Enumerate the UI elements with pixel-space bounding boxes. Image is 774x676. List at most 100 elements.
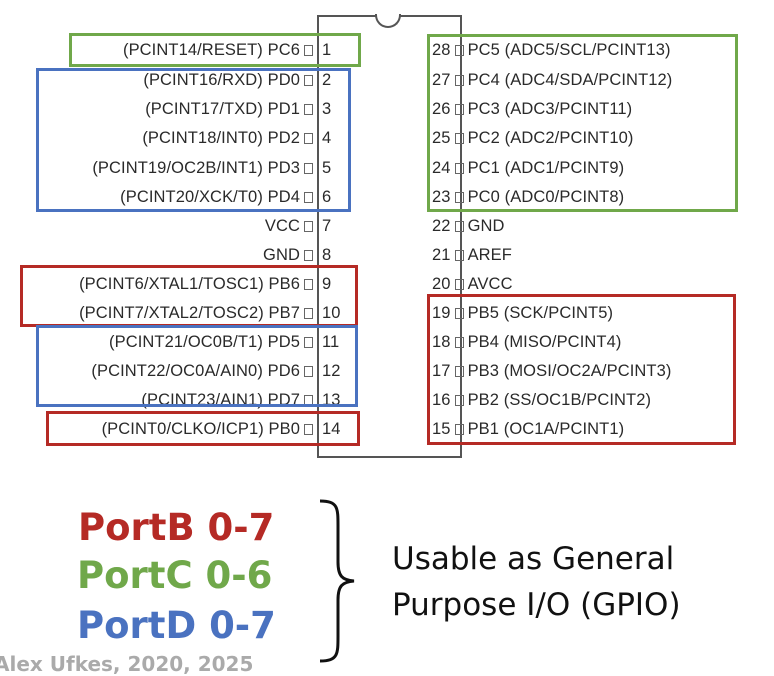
pin-number: 9 bbox=[322, 275, 332, 293]
pin-number: 19 bbox=[432, 304, 451, 322]
pin-label: VCC bbox=[264, 217, 300, 235]
pin-pad-icon bbox=[304, 133, 313, 144]
pin-11: (PCINT21/OC0B/T1) PD5 11 bbox=[109, 328, 339, 357]
pin-pad-icon bbox=[454, 337, 464, 348]
pin-27: 27 PC4 (ADC4/SDA/PCINT12) bbox=[432, 66, 672, 95]
pin-pad-icon bbox=[454, 163, 464, 174]
portb-group-box-right bbox=[427, 294, 736, 445]
pin-number: 17 bbox=[432, 362, 451, 380]
author-credit: Alex Ufkes, 2020, 2025 bbox=[0, 652, 254, 676]
pin-pad-icon bbox=[454, 424, 464, 435]
pin-23: 23 PC0 (ADC0/PCINT8) bbox=[432, 183, 624, 212]
pin-20: 20 AVCC bbox=[432, 270, 513, 299]
pin-label: (PCINT17/TXD) PD1 bbox=[145, 100, 300, 118]
pin-label: (PCINT20/XCK/T0) PD4 bbox=[120, 188, 300, 206]
pin-label: (PCINT14/RESET) PC6 bbox=[122, 41, 300, 59]
pin-7: VCC 7 bbox=[264, 212, 331, 241]
pin-number: 21 bbox=[432, 246, 451, 264]
curly-brace-icon bbox=[319, 499, 355, 663]
pin-label: (PCINT18/INT0) PD2 bbox=[142, 129, 300, 147]
pin-pad-icon bbox=[454, 250, 464, 261]
pin-pad-icon bbox=[454, 75, 464, 86]
pin-label: GND bbox=[263, 246, 300, 264]
portd-legend: PortD 0-7 bbox=[77, 604, 276, 647]
pin-4: (PCINT18/INT0) PD2 4 bbox=[142, 124, 331, 153]
pin-label: PB5 (SCK/PCINT5) bbox=[467, 304, 614, 322]
pin-pad-icon bbox=[454, 133, 464, 144]
pin-number: 28 bbox=[432, 41, 451, 59]
pin-pad-icon bbox=[454, 308, 464, 319]
pin-pad-icon bbox=[304, 424, 313, 435]
pin-label: PC4 (ADC4/SDA/PCINT12) bbox=[467, 71, 673, 89]
portc-group-box-left bbox=[69, 33, 361, 67]
pin-12: (PCINT22/OC0A/AIN0) PD6 12 bbox=[91, 357, 340, 386]
pin-number: 16 bbox=[432, 391, 451, 409]
pin-pad-icon bbox=[304, 279, 313, 290]
pin-number: 3 bbox=[322, 100, 332, 118]
pin-number: 14 bbox=[322, 420, 341, 438]
pin-label: PC5 (ADC5/SCL/PCINT13) bbox=[467, 41, 671, 59]
pin-number: 7 bbox=[322, 217, 332, 235]
pin-label: PB2 (SS/OC1B/PCINT2) bbox=[467, 391, 652, 409]
pin-pad-icon bbox=[304, 163, 313, 174]
pin-number: 27 bbox=[432, 71, 451, 89]
chip-body-bottom bbox=[317, 440, 462, 458]
pin-number: 4 bbox=[322, 129, 332, 147]
portd-group-box-lower bbox=[36, 325, 358, 407]
pin-19: 19 PB5 (SCK/PCINT5) bbox=[432, 299, 613, 328]
pin-pad-icon bbox=[454, 192, 464, 203]
pin-number: 26 bbox=[432, 100, 451, 118]
portb-legend: PortB 0-7 bbox=[78, 506, 275, 549]
pin-label: (PCINT19/OC2B/INT1) PD3 bbox=[92, 159, 300, 177]
pin-pad-icon bbox=[304, 192, 313, 203]
pin-number: 23 bbox=[432, 188, 451, 206]
pin-pad-icon bbox=[454, 366, 464, 377]
pin-22: 22 GND bbox=[432, 212, 505, 241]
pin-pad-icon bbox=[304, 308, 313, 319]
pin-number: 1 bbox=[322, 41, 332, 59]
gpio-description-line1: Usable as General bbox=[392, 541, 675, 577]
pin-pad-icon bbox=[304, 75, 313, 86]
pin-label: (PCINT22/OC0A/AIN0) PD6 bbox=[91, 362, 300, 380]
pin-label: PB3 (MOSI/OC2A/PCINT3) bbox=[467, 362, 672, 380]
pin-3: (PCINT17/TXD) PD1 3 bbox=[145, 95, 331, 124]
pin-number: 2 bbox=[322, 71, 332, 89]
pin-label: GND bbox=[467, 217, 505, 235]
portc-legend: PortC 0-6 bbox=[77, 554, 273, 597]
pin-number: 20 bbox=[432, 275, 451, 293]
gpio-description-line2: Purpose I/O (GPIO) bbox=[392, 587, 681, 623]
pin-label: (PCINT16/RXD) PD0 bbox=[143, 71, 300, 89]
pin-pad-icon bbox=[454, 104, 464, 115]
pin-pad-icon bbox=[454, 395, 464, 406]
pin-5: (PCINT19/OC2B/INT1) PD3 5 bbox=[92, 154, 331, 183]
pin-number: 5 bbox=[322, 159, 332, 177]
pin-number: 12 bbox=[322, 362, 341, 380]
pin-pad-icon bbox=[304, 104, 313, 115]
pin-pad-icon bbox=[454, 45, 464, 56]
portd-group-box-upper bbox=[36, 68, 351, 212]
pin-number: 18 bbox=[432, 333, 451, 351]
pin-16: 16 PB2 (SS/OC1B/PCINT2) bbox=[432, 386, 651, 415]
pin-label: PC2 (ADC2/PCINT10) bbox=[467, 129, 634, 147]
pin-number: 11 bbox=[322, 333, 340, 351]
pin-14: (PCINT0/CLKO/ICP1) PB0 14 bbox=[101, 415, 341, 444]
pin-2: (PCINT16/RXD) PD0 2 bbox=[143, 66, 331, 95]
pin-17: 17 PB3 (MOSI/OC2A/PCINT3) bbox=[432, 357, 671, 386]
pin-1: (PCINT14/RESET) PC6 1 bbox=[122, 36, 331, 65]
gpio-description: Usable as General Purpose I/O (GPIO) bbox=[392, 536, 681, 628]
pin-label: (PCINT21/OC0B/T1) PD5 bbox=[109, 333, 300, 351]
pin-label: PC0 (ADC0/PCINT8) bbox=[467, 188, 625, 206]
portb-group-box-pb0 bbox=[46, 411, 360, 446]
pin-label: (PCINT7/XTAL2/TOSC2) PB7 bbox=[79, 304, 300, 322]
pin-label: AVCC bbox=[467, 275, 513, 293]
pin-pad-icon bbox=[454, 221, 464, 232]
pin-label: (PCINT0/CLKO/ICP1) PB0 bbox=[101, 420, 300, 438]
pin-number: 22 bbox=[432, 217, 451, 235]
